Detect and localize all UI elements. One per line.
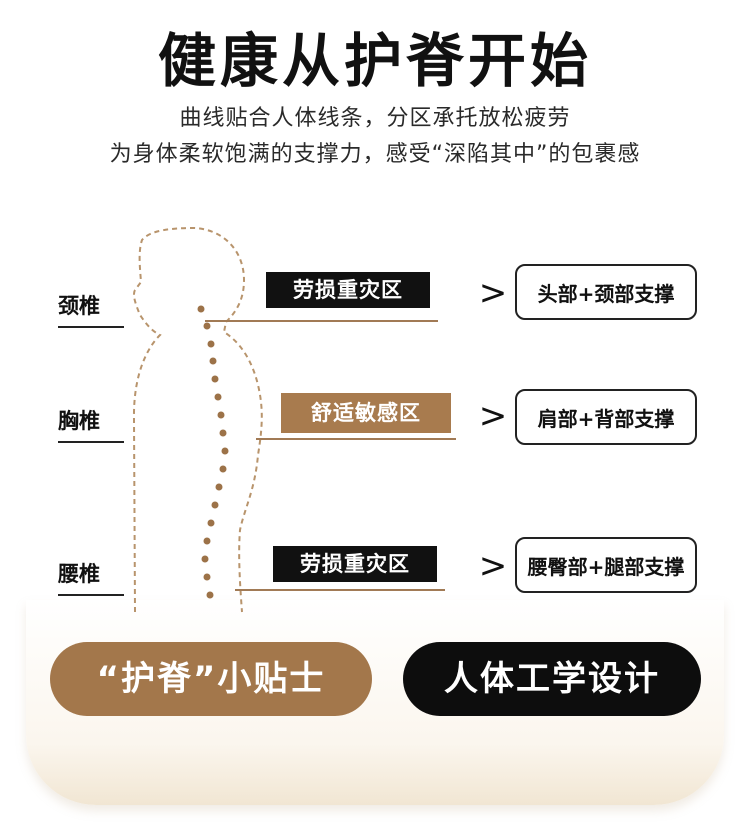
page-title: 健康从护脊开始 xyxy=(157,27,592,95)
chevron-right-icon: > xyxy=(478,546,508,586)
label-cervical: 颈椎 xyxy=(58,290,124,328)
zone-badge-thoracic: 舒适敏感区 xyxy=(281,393,451,433)
ergonomic-design-button[interactable]: 人体工学设计 xyxy=(403,642,701,716)
label-thoracic: 胸椎 xyxy=(58,405,124,443)
spine-dots xyxy=(197,305,229,599)
support-box-lumbar: 腰臀部+腿部支撑 xyxy=(515,537,697,593)
spine-tips-button[interactable]: “护脊”小贴士 xyxy=(50,642,372,716)
zone-line-lumbar xyxy=(235,589,445,591)
subtitle-line-1: 曲线贴合人体线条，分区承托放松疲劳 xyxy=(179,106,571,131)
zone-line-thoracic xyxy=(256,438,456,440)
body-outline xyxy=(132,226,263,613)
subtitle-line-2: 为身体柔软饱满的支撑力，感受“深陷其中”的包裹感 xyxy=(109,142,641,167)
zone-badge-lumbar: 劳损重灾区 xyxy=(273,546,437,582)
zone-badge-cervical: 劳损重灾区 xyxy=(266,272,430,308)
label-lumbar: 腰椎 xyxy=(58,558,124,596)
chevron-right-icon: > xyxy=(478,396,508,436)
zone-line-cervical xyxy=(205,320,438,322)
chevron-right-icon: > xyxy=(478,273,508,313)
support-box-cervical: 头部+颈部支撑 xyxy=(515,264,697,320)
support-box-thoracic: 肩部+背部支撑 xyxy=(515,389,697,445)
